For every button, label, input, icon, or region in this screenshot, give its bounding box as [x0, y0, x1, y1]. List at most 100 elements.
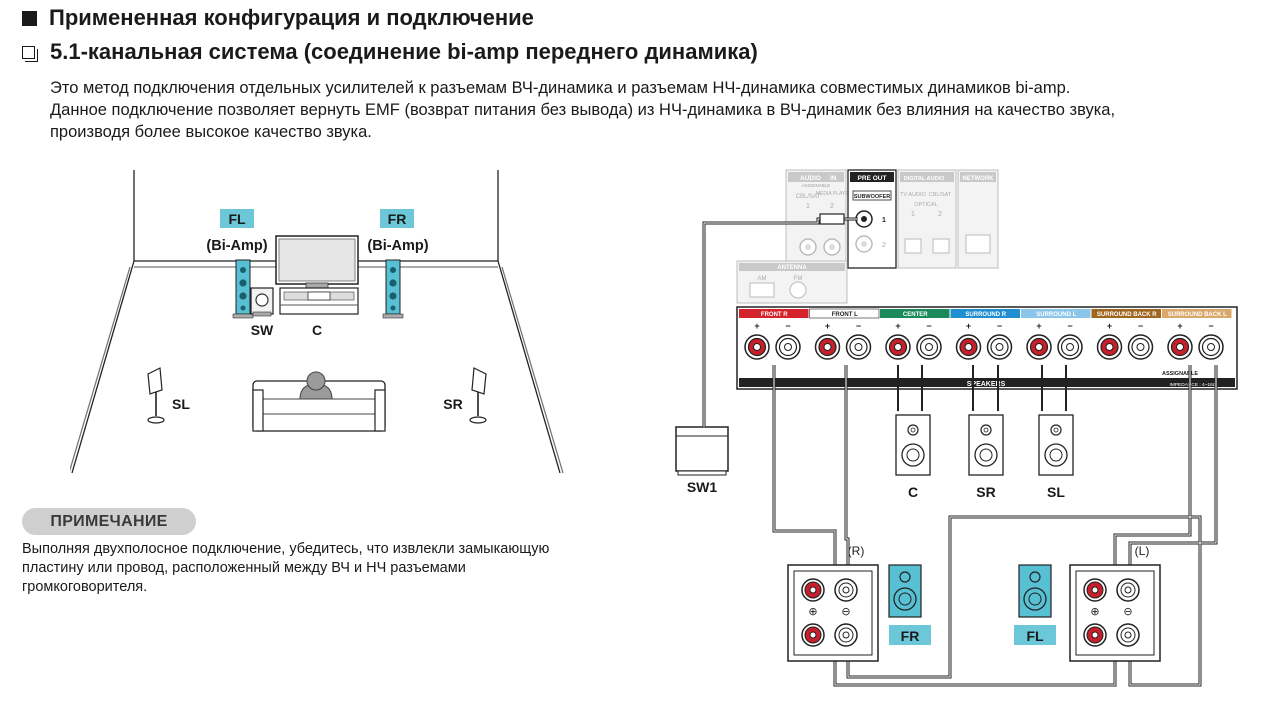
plus-mark: + [1177, 321, 1182, 331]
note-line: пластину или провод, расположенный между… [22, 560, 466, 576]
channel-label: SURROUND L [1036, 312, 1076, 318]
sr-label: SR [443, 396, 462, 412]
plus-mark: + [895, 321, 900, 331]
channel-5: SURROUND BACK R+− [1091, 309, 1161, 360]
minus-mark: − [926, 321, 931, 331]
audio-in-label: AUDIO [800, 175, 821, 182]
minus-mark: − [1067, 321, 1072, 331]
channel-3: SURROUND R + − [950, 309, 1020, 360]
section-title-text: Примененная конфигурация и подключение [49, 5, 534, 30]
sub-title: 5.1-канальная система (соединение bi-amp… [22, 39, 758, 65]
fl-speaker-icon [232, 259, 254, 319]
c-label: C [312, 322, 322, 338]
in2-label: 2 [830, 203, 834, 210]
sl-speaker-icon [147, 367, 165, 424]
channel-label: CENTER [903, 312, 928, 318]
wiring-diagram: AUDIO IN ASSIGNABLE CBL/SAT MEDIA PLAYER… [675, 169, 1238, 687]
r-paren-label: (R) [848, 544, 865, 558]
impedance-label: IMPEDANCE : 4~16Ω [1170, 382, 1217, 388]
front-biamp-wires-inner [773, 365, 1217, 686]
channel-label: SURROUND BACK R [1097, 312, 1157, 318]
center-surround-wires [897, 365, 1067, 411]
sl-label: SL [172, 396, 190, 412]
fr-speaker-icon [888, 564, 922, 618]
fr-label: FR [380, 209, 414, 228]
cbl-sat-label: CBL/SAT [796, 194, 821, 200]
minus-mark: − [1208, 321, 1213, 331]
antenna-label: ANTENNA [777, 265, 807, 271]
front-speakers: ⊕⊖⊕⊖ [787, 564, 1161, 662]
channel-label: SURROUND R [965, 312, 1006, 318]
checkbox-square-icon [22, 45, 38, 62]
channel-strip: FRONT R+−FRONT L+−CENTER+−SURROUND R+−SU… [739, 308, 1232, 360]
sr-speaker-icon [469, 367, 487, 424]
channel-4: SURROUND L + − [1021, 309, 1091, 360]
fl-label: FL [220, 209, 254, 228]
filled-square-icon [22, 10, 37, 26]
in-label: IN [830, 175, 837, 182]
sw1-subwoofer-icon [675, 426, 729, 476]
assignable-label: ASSIGNABLE [802, 183, 831, 188]
minus-symbol: ⊖ [1123, 606, 1132, 618]
sw1-label: SW1 [687, 479, 718, 495]
channel-1: FRONT L+ − [809, 308, 880, 360]
sub-title-text: 5.1-канальная система (соединение bi-amp… [50, 39, 758, 64]
biamp-left-label: (Bi-Amp) [206, 238, 267, 254]
channel-2: CENTER+ − [880, 309, 950, 360]
small-speakers [895, 414, 1074, 476]
media-player-label: MEDIA PLAYER [816, 191, 853, 197]
tv-audio-label: TV AUDIO [900, 192, 926, 198]
tv-stand-icon [279, 287, 359, 315]
fm-label: FM [794, 276, 803, 282]
optical-label: OPTICAL [914, 202, 938, 208]
sl-speaker-label: SL [1047, 484, 1065, 500]
plus-mark: + [966, 321, 971, 331]
subwoofer-label: SUBWOOFER [854, 194, 890, 200]
tv-icon [275, 235, 359, 289]
intro-line: Данное подключение позволяет вернуть EMF… [50, 101, 1116, 119]
fl-box-label: FL [1014, 625, 1056, 645]
plus-mark: + [1036, 321, 1041, 331]
channel-6: SURROUND BACK L + − [1162, 309, 1232, 360]
minus-mark: − [856, 321, 861, 331]
cbl-sat-opt-label: CBL/SAT [929, 192, 952, 198]
sub2-label: 2 [882, 242, 886, 249]
c-speaker-label: C [908, 484, 918, 500]
plus-mark: + [1107, 321, 1112, 331]
speakers-label: SPEAKERS [967, 381, 1006, 388]
opt2-label: 2 [938, 211, 942, 218]
fr-speaker-icon [382, 259, 404, 319]
biamp-right-label: (Bi-Amp) [367, 238, 428, 254]
network-panel: NETWORK [957, 169, 999, 269]
note-line: громкоговорителя. [22, 579, 148, 595]
c-speaker-icon [895, 414, 931, 476]
sofa-with-listener-icon [252, 371, 386, 432]
intro-line: производя более высокое качество звука. [50, 123, 372, 141]
sub1-label: 1 [882, 217, 886, 224]
network-label: NETWORK [963, 176, 995, 182]
fl-speaker-icon [1018, 564, 1052, 618]
antenna-panel: ANTENNA AM FM [736, 260, 848, 304]
in1-label: 1 [806, 203, 810, 210]
plus-mark: + [825, 321, 830, 331]
minus-mark: − [785, 321, 790, 331]
note-text: Выполняя двухполосное подключение, убеди… [22, 540, 622, 597]
channel-0: FRONT R+− [739, 309, 809, 360]
fr-box-label-text: FR [901, 628, 920, 644]
sr-speaker-label: SR [976, 484, 995, 500]
minus-symbol: ⊖ [841, 606, 850, 618]
fr-label-text: FR [388, 211, 407, 227]
note-line: Выполняя двухполосное подключение, убеди… [22, 541, 550, 557]
intro-line: Это метод подключения отдельных усилител… [50, 79, 1071, 97]
digital-audio-label: DIGITAL AUDIO [904, 176, 945, 182]
room-layout-diagram: FL (Bi-Amp) FR (Bi-Amp) [70, 170, 564, 474]
subwoofer-icon [250, 287, 274, 317]
channel-label: SURROUND BACK L [1168, 312, 1227, 318]
fl-label-text: FL [228, 211, 246, 227]
channel-label: FRONT L [832, 312, 858, 318]
note-badge: ПРИМЕЧАНИЕ [22, 508, 196, 535]
sr-speaker-icon [968, 414, 1004, 476]
pre-out-label: PRE OUT [858, 175, 887, 182]
fl-box-label-text: FL [1026, 628, 1044, 644]
minus-mark: − [997, 321, 1002, 331]
